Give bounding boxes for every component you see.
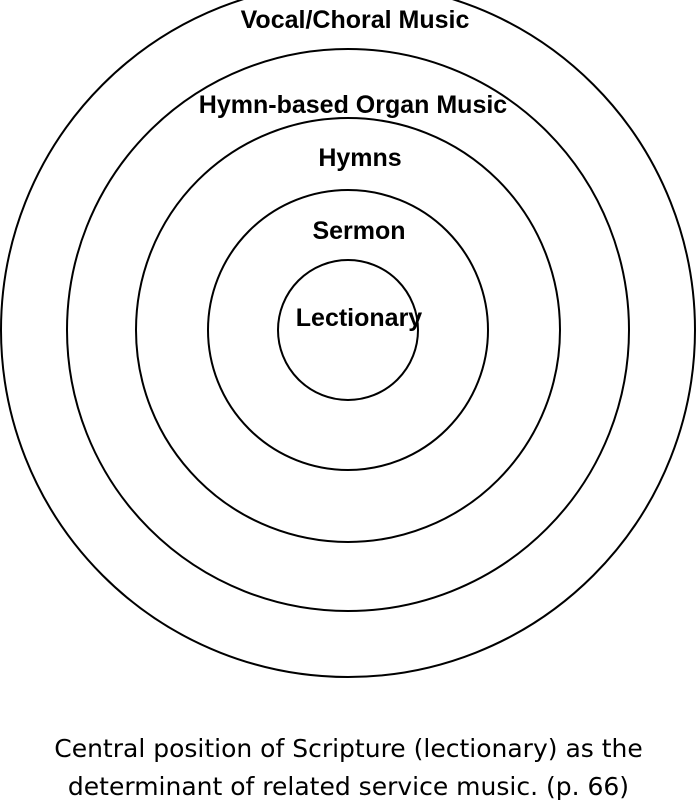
label-sermon: Sermon: [312, 217, 405, 245]
ring-third: [135, 117, 561, 543]
ring-fourth: [207, 189, 489, 471]
caption-line-1: Central position of Scripture (lectionar…: [54, 734, 643, 763]
label-hymn-based-organ-music: Hymn-based Organ Music: [199, 91, 507, 119]
ring-inner: [277, 259, 419, 401]
label-lectionary: Lectionary: [296, 304, 423, 332]
ring-second: [66, 48, 630, 612]
caption-line-2: determinant of related service music. (p…: [67, 772, 630, 801]
label-hymns: Hymns: [318, 144, 401, 172]
label-vocal-choral-music: Vocal/Choral Music: [241, 6, 470, 34]
ring-outer: [0, 0, 696, 678]
